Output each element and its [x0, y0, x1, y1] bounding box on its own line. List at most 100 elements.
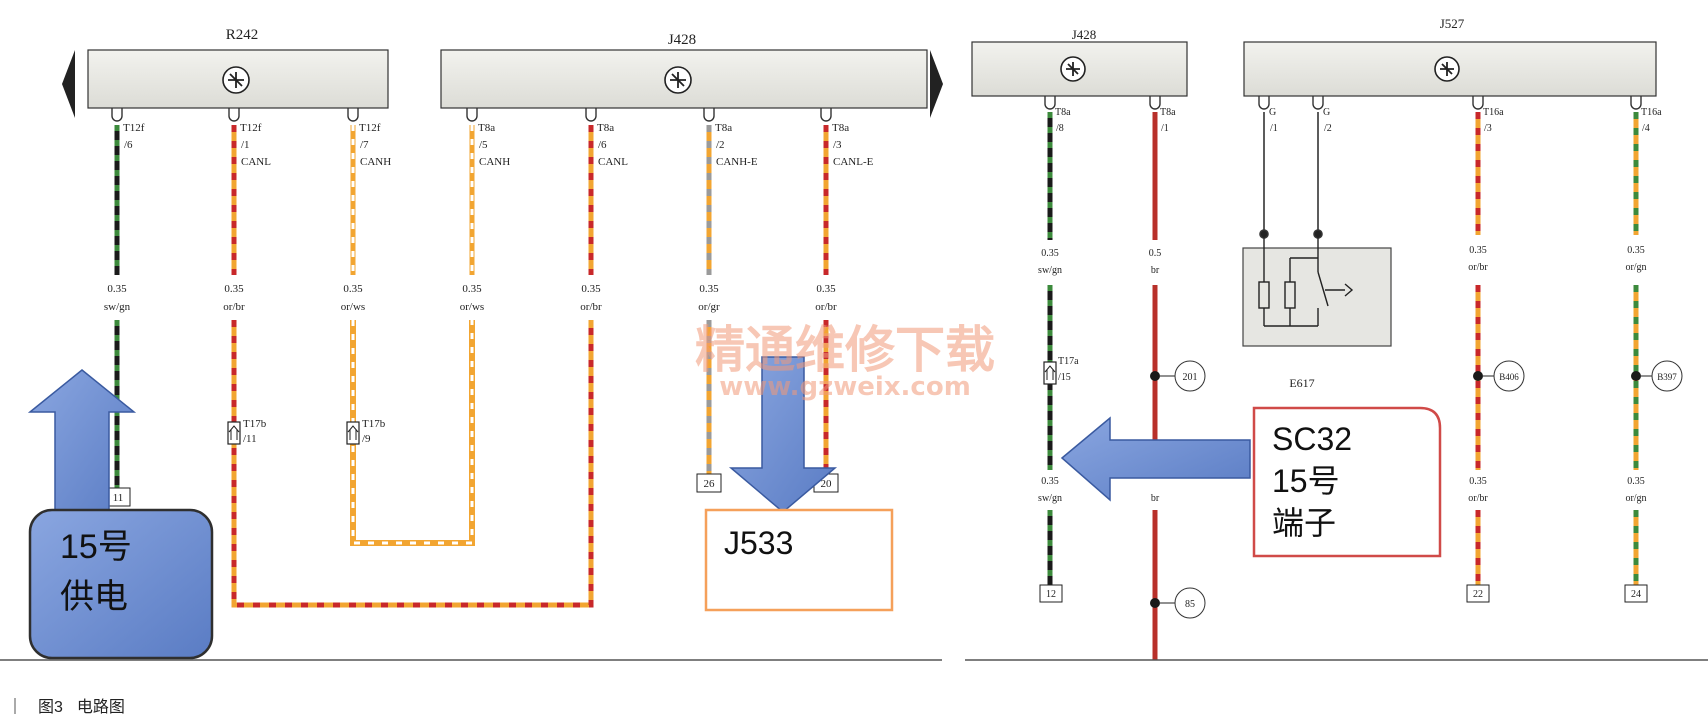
- wire-gauge: 0.35: [816, 283, 836, 295]
- pin-number: /1: [1270, 123, 1278, 134]
- terminal-number: 20: [821, 478, 833, 490]
- terminal-number: 22: [1473, 589, 1483, 600]
- arrow-up-callout-icon: [27, 369, 137, 521]
- wire-color: or/br: [580, 301, 602, 313]
- left-panel: R242 J428: [0, 27, 943, 661]
- figure-title: 电路图: [76, 699, 125, 716]
- node-circle: [1493, 360, 1525, 392]
- pin-number: /7: [360, 139, 369, 151]
- pin-label: T12f: [359, 122, 381, 134]
- arrow-right-icon: [930, 50, 943, 118]
- node-circle: [1174, 360, 1206, 392]
- connector-label: T17b: [243, 418, 267, 430]
- wire-color: br: [1151, 265, 1160, 276]
- terminal-box: [1039, 584, 1063, 603]
- wire-r242-t12f-7: [350, 125, 475, 546]
- pin-number: /2: [716, 139, 725, 151]
- pin-number: /1: [1161, 123, 1169, 134]
- pin-number: /3: [1484, 123, 1492, 134]
- splice-node: [1150, 598, 1160, 608]
- splice-node: [1150, 371, 1160, 381]
- connector-t17b-11: T17b /11: [227, 418, 267, 445]
- label-j428-right: J428: [1072, 27, 1097, 42]
- wire-color: or/br: [815, 301, 837, 313]
- pin-stubs: [1044, 96, 1642, 110]
- wire-j527-t16a-4: [1631, 112, 1652, 585]
- pin-label: T12f: [123, 122, 145, 134]
- wire-j527-t16a-3: [1473, 112, 1494, 585]
- wire-gauge: 0.35: [224, 283, 244, 295]
- ground-symbol-icon: [1060, 56, 1086, 82]
- splice-node: [1473, 371, 1483, 381]
- terminal-box: [696, 473, 722, 493]
- pin-number: /2: [1324, 123, 1332, 134]
- pin-label: T16a: [1483, 107, 1504, 118]
- connector-t17b-9: T17b /9: [346, 418, 386, 445]
- wire-color: or/gn: [1625, 493, 1646, 504]
- ground-symbol-icon: [222, 66, 250, 94]
- wire-color: or/br: [1468, 493, 1488, 504]
- wire-color: br: [1151, 493, 1160, 504]
- wire-gauge: 0.35: [1469, 476, 1487, 487]
- node-circle: [1174, 587, 1206, 619]
- pin-label: G: [1269, 107, 1276, 118]
- signal-label: CANH-E: [716, 156, 758, 168]
- callout-j533: J533: [704, 508, 894, 612]
- terminal-box: [1466, 584, 1490, 603]
- watermark-title: 精通维修下载: [695, 321, 995, 379]
- wire-color: or/br: [1468, 262, 1488, 273]
- wire-color: or/gn: [1625, 262, 1646, 273]
- callout-text: SC32: [1272, 421, 1352, 457]
- wire-color: sw/gn: [104, 301, 131, 313]
- arrow-down-callout-icon: [728, 356, 838, 513]
- pin-label: T8a: [832, 122, 849, 134]
- switch-label: E617: [1289, 376, 1314, 390]
- pin-stubs: [111, 108, 832, 122]
- wire-color: or/br: [223, 301, 245, 313]
- pin-label: T8a: [478, 122, 495, 134]
- pin-label: T16a: [1641, 107, 1662, 118]
- callout-text: 供电: [60, 578, 128, 616]
- caption-bar: [14, 698, 16, 714]
- pin-label: T8a: [1055, 107, 1071, 118]
- pin-number: /4: [1642, 123, 1650, 134]
- node-label: B397: [1657, 372, 1677, 382]
- wire-color: sw/gn: [1038, 265, 1062, 276]
- arrow-left-icon: [62, 50, 75, 118]
- node-label: 85: [1185, 599, 1195, 610]
- label-j527: J527: [1440, 16, 1465, 31]
- node-label: 201: [1183, 372, 1198, 383]
- label-j428-left: J428: [668, 32, 696, 48]
- terminal-number: 24: [1631, 589, 1641, 600]
- wire-j428-t8a-1: [1150, 112, 1176, 660]
- pin-number: /5: [479, 139, 488, 151]
- callout-sc32: SC32 15号 端子: [1252, 406, 1442, 558]
- wire-color: or/ws: [341, 301, 365, 313]
- node-label: B406: [1499, 372, 1519, 382]
- pin-number: /6: [124, 139, 133, 151]
- signal-label: CANL-E: [833, 156, 874, 168]
- callout-text: 15号: [60, 528, 132, 566]
- wire-gauge: 0.35: [107, 283, 127, 295]
- connector-number: /15: [1058, 372, 1071, 383]
- connector-label: T17b: [362, 418, 386, 430]
- connector-number: /9: [362, 433, 371, 445]
- connector-number: /11: [243, 433, 257, 445]
- pin-number: /8: [1056, 123, 1064, 134]
- pin-label: T8a: [597, 122, 614, 134]
- terminal-number: 26: [704, 478, 716, 490]
- ground-symbol-icon: [1434, 56, 1460, 82]
- callout-text: J533: [724, 525, 793, 561]
- callout-power-supply: 15号 供电: [28, 508, 214, 660]
- terminal-box: [1624, 584, 1648, 603]
- terminal-number: 11: [113, 492, 124, 504]
- signal-label: CANL: [241, 156, 271, 168]
- node-circle: [1651, 360, 1683, 392]
- watermark-url: www.gzweix.com: [719, 372, 971, 402]
- pin-label: T8a: [715, 122, 732, 134]
- wire-r242-t12f-1: [231, 125, 594, 608]
- wire-gauge: 0.35: [1627, 245, 1645, 256]
- connector-label: T17a: [1058, 356, 1079, 367]
- switch-e617: [1242, 234, 1392, 347]
